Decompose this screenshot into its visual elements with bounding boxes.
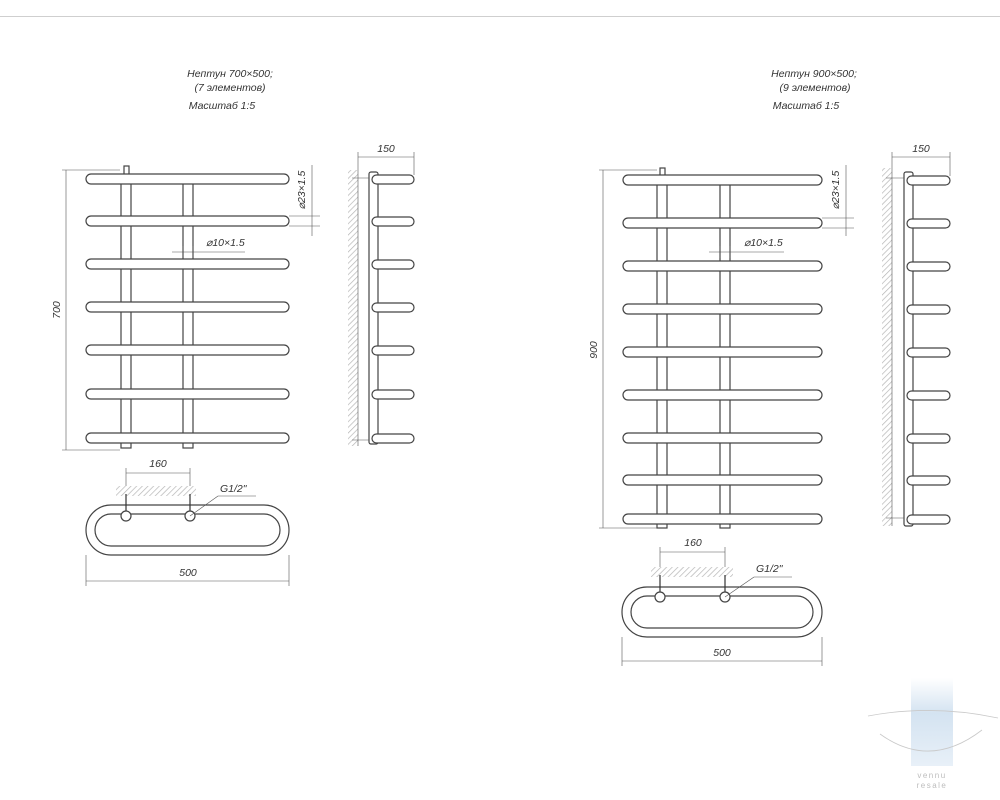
- depth-dimension: 150: [891, 143, 951, 176]
- drawing-900x500: Нептун 900×500; (9 элементов) Масштаб 1:…: [588, 68, 951, 666]
- rail: [622, 474, 823, 486]
- side-rail: [906, 261, 951, 272]
- side-rail: [371, 216, 415, 227]
- center-dim-label: 160: [684, 537, 702, 549]
- height-dimension: 900: [588, 169, 657, 529]
- front-view: 700 ⌀23×1.5 ⌀10×1.5: [51, 165, 320, 451]
- side-rail: [371, 302, 415, 313]
- rail: [85, 258, 290, 270]
- rail: [622, 389, 823, 401]
- side-view: 150: [348, 143, 415, 446]
- side-rail: [906, 304, 951, 315]
- height-dimension: 700: [51, 169, 120, 451]
- top-wall-hatch: [116, 486, 196, 496]
- rail-dim-label: ⌀23×1.5: [296, 170, 308, 209]
- rail: [85, 215, 290, 227]
- wall-hatch: [882, 168, 892, 526]
- rail: [85, 301, 290, 313]
- rail: [622, 346, 823, 358]
- thread-dim-label: G1/2": [756, 563, 784, 575]
- watermark-logo: vennu resale: [867, 678, 999, 790]
- riser-dim-label: ⌀10×1.5: [206, 237, 245, 249]
- watermark-text-2: resale: [917, 781, 948, 790]
- scale-label: Масштаб 1:5: [189, 100, 256, 112]
- depth-dim-label: 150: [912, 143, 930, 155]
- side-rail: [371, 389, 415, 400]
- center-dimension: 160: [125, 458, 191, 486]
- riser-dim-label: ⌀10×1.5: [744, 237, 783, 249]
- thread-callout: G1/2": [189, 483, 256, 517]
- rail: [622, 260, 823, 272]
- rail: [85, 388, 290, 400]
- top-view: 160 G1/2" 500: [621, 537, 823, 666]
- side-rails: [906, 175, 951, 525]
- center-dimension: 160: [659, 537, 726, 567]
- width-dim-label: 500: [713, 647, 731, 659]
- inlet-fitting: [654, 591, 666, 603]
- drawing-700x500: Нептун 700×500; (7 элементов) Масштаб 1:…: [51, 68, 415, 586]
- thread-callout: G1/2": [724, 563, 792, 598]
- width-dimension: 500: [85, 555, 290, 586]
- side-rail: [906, 347, 951, 358]
- depth-dimension: 150: [357, 143, 415, 175]
- scale-label: Масштаб 1:5: [773, 100, 840, 112]
- side-rail: [906, 175, 951, 186]
- width-dimension: 500: [621, 637, 823, 666]
- side-rail: [906, 514, 951, 525]
- top-view: 160 G1/2" 500: [85, 458, 290, 586]
- rail: [622, 432, 823, 444]
- riser-diameter-dimension: ⌀10×1.5: [709, 237, 784, 258]
- rail-group: [622, 174, 823, 525]
- side-rail: [371, 433, 415, 444]
- side-rails: [371, 174, 415, 444]
- width-dim-label: 500: [179, 567, 197, 579]
- side-rail: [906, 218, 951, 229]
- side-rail: [906, 433, 951, 444]
- rail-dim-label: ⌀23×1.5: [830, 170, 842, 209]
- title-line-2: (7 элементов): [194, 82, 265, 94]
- riser-diameter-dimension: ⌀10×1.5: [172, 237, 245, 258]
- rail: [622, 217, 823, 229]
- rail-diameter-dimension: ⌀23×1.5: [822, 165, 854, 236]
- title-line-1: Нептун 700×500;: [187, 68, 273, 80]
- rail: [85, 173, 290, 185]
- side-view: 150: [882, 143, 951, 527]
- wall-hatch: [348, 170, 358, 446]
- rail: [622, 174, 823, 186]
- side-rail: [371, 345, 415, 356]
- rail-group: [85, 173, 290, 444]
- height-dim-label: 700: [51, 301, 63, 319]
- rail: [622, 513, 823, 525]
- title-line-1: Нептун 900×500;: [771, 68, 857, 80]
- center-dim-label: 160: [149, 458, 167, 470]
- top-wall-hatch: [651, 567, 733, 577]
- title-line-2: (9 элементов): [779, 82, 850, 94]
- side-rail: [906, 475, 951, 486]
- inlet-fitting: [120, 510, 132, 522]
- rail: [622, 303, 823, 315]
- side-rail: [906, 390, 951, 401]
- side-rail: [371, 259, 415, 270]
- top-divider: [0, 16, 1000, 17]
- rail: [85, 432, 290, 444]
- depth-dim-label: 150: [377, 143, 395, 155]
- watermark-text-1: vennu: [917, 771, 946, 780]
- height-dim-label: 900: [588, 341, 600, 359]
- rail-diameter-dimension: ⌀23×1.5: [289, 165, 320, 236]
- front-view: 900 ⌀23×1.5 ⌀10×1.5: [588, 165, 854, 529]
- side-rail: [371, 174, 415, 185]
- rail: [85, 344, 290, 356]
- watermark-bar: [911, 678, 953, 766]
- thread-dim-label: G1/2": [220, 483, 248, 495]
